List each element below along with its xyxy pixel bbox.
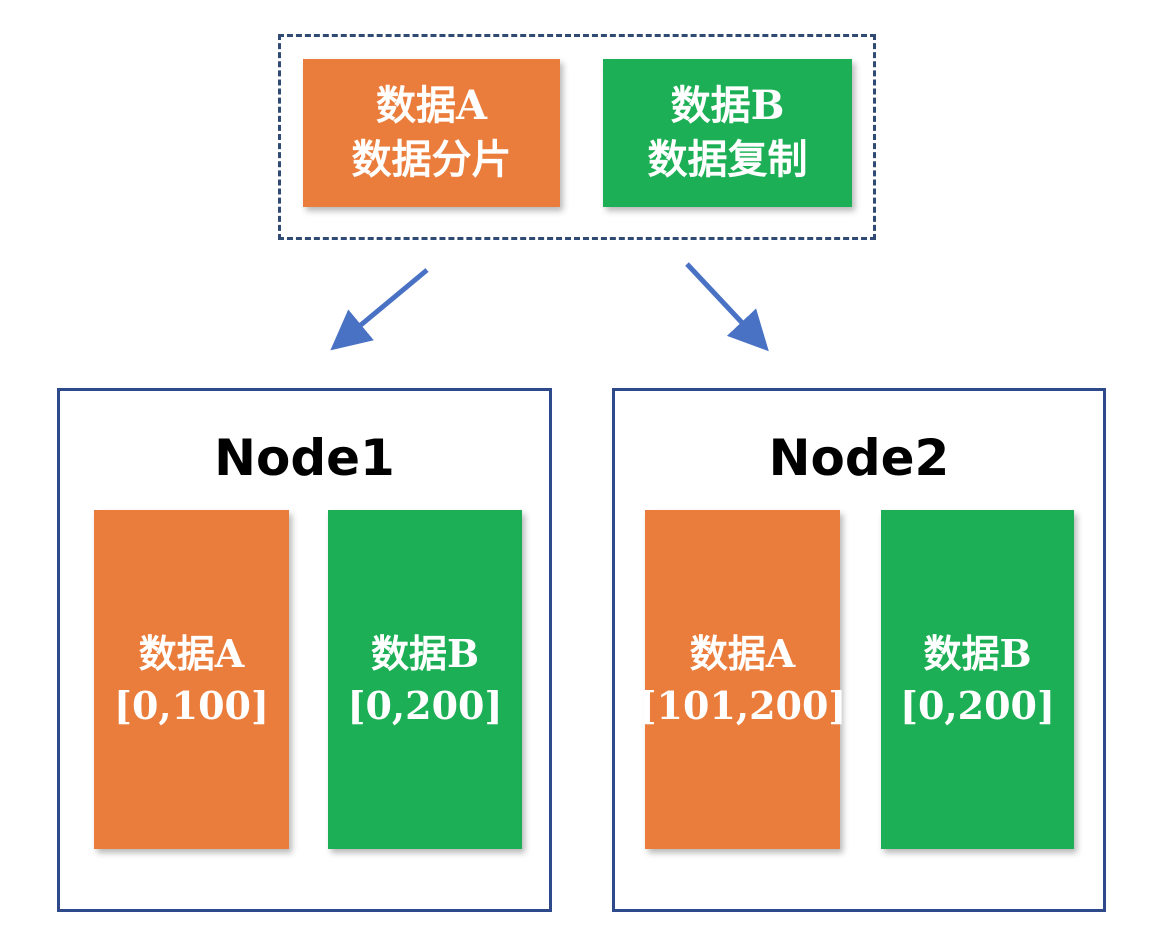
node2-replica-range: [0,200] — [900, 682, 1055, 728]
node2-replica-block: 数据B [0,200] — [881, 510, 1074, 849]
node2-shard-block: 数据A [101,200] — [639, 510, 846, 849]
legend-group — [278, 34, 876, 240]
node2-shard-label: 数据A — [689, 630, 796, 676]
node1-title: Node1 — [214, 429, 395, 487]
node1-shard-block: 数据A [0,100] — [94, 510, 289, 849]
node1-replica-block: 数据B [0,200] — [328, 510, 522, 849]
shard-legend-name: 数据A — [375, 82, 488, 129]
arrow-to-node2 — [685, 262, 769, 352]
node2-shard-range: [101,200] — [638, 682, 847, 728]
node1-shard-label: 数据A — [138, 630, 245, 676]
shard-legend-desc: 数据分片 — [351, 136, 512, 183]
replica-legend-name: 数据B — [670, 82, 785, 129]
replica-legend-block: 数据B 数据复制 — [603, 59, 852, 207]
node2-title: Node2 — [768, 429, 950, 487]
node1-shard-range: [0,100] — [114, 682, 269, 728]
node2-replica-label: 数据B — [923, 630, 1032, 676]
arrow-to-node1 — [330, 268, 429, 351]
node1-replica-range: [0,200] — [347, 682, 503, 728]
replica-legend-desc: 数据复制 — [647, 136, 808, 183]
node1-replica-label: 数据B — [370, 630, 480, 676]
shard-legend-block: 数据A 数据分片 — [303, 59, 560, 207]
